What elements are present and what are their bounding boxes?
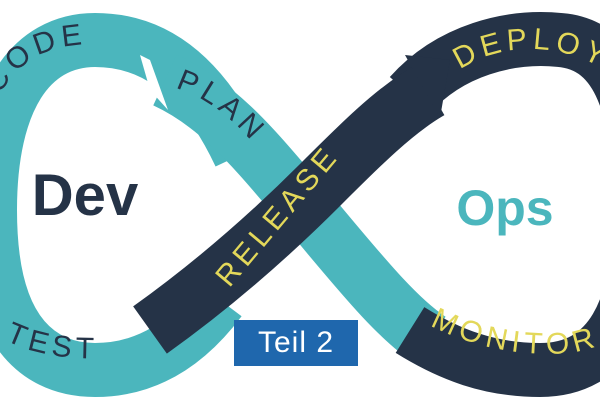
ops-loop-band <box>389 12 600 398</box>
ops-word: Ops <box>456 180 553 236</box>
part-badge: Teil 2 <box>234 320 358 366</box>
release-band <box>133 64 445 354</box>
release-arrow-head <box>405 55 450 118</box>
dev-loop-band <box>0 12 265 398</box>
dev-word: Dev <box>32 163 138 228</box>
plan-arrow-notch <box>140 55 168 110</box>
